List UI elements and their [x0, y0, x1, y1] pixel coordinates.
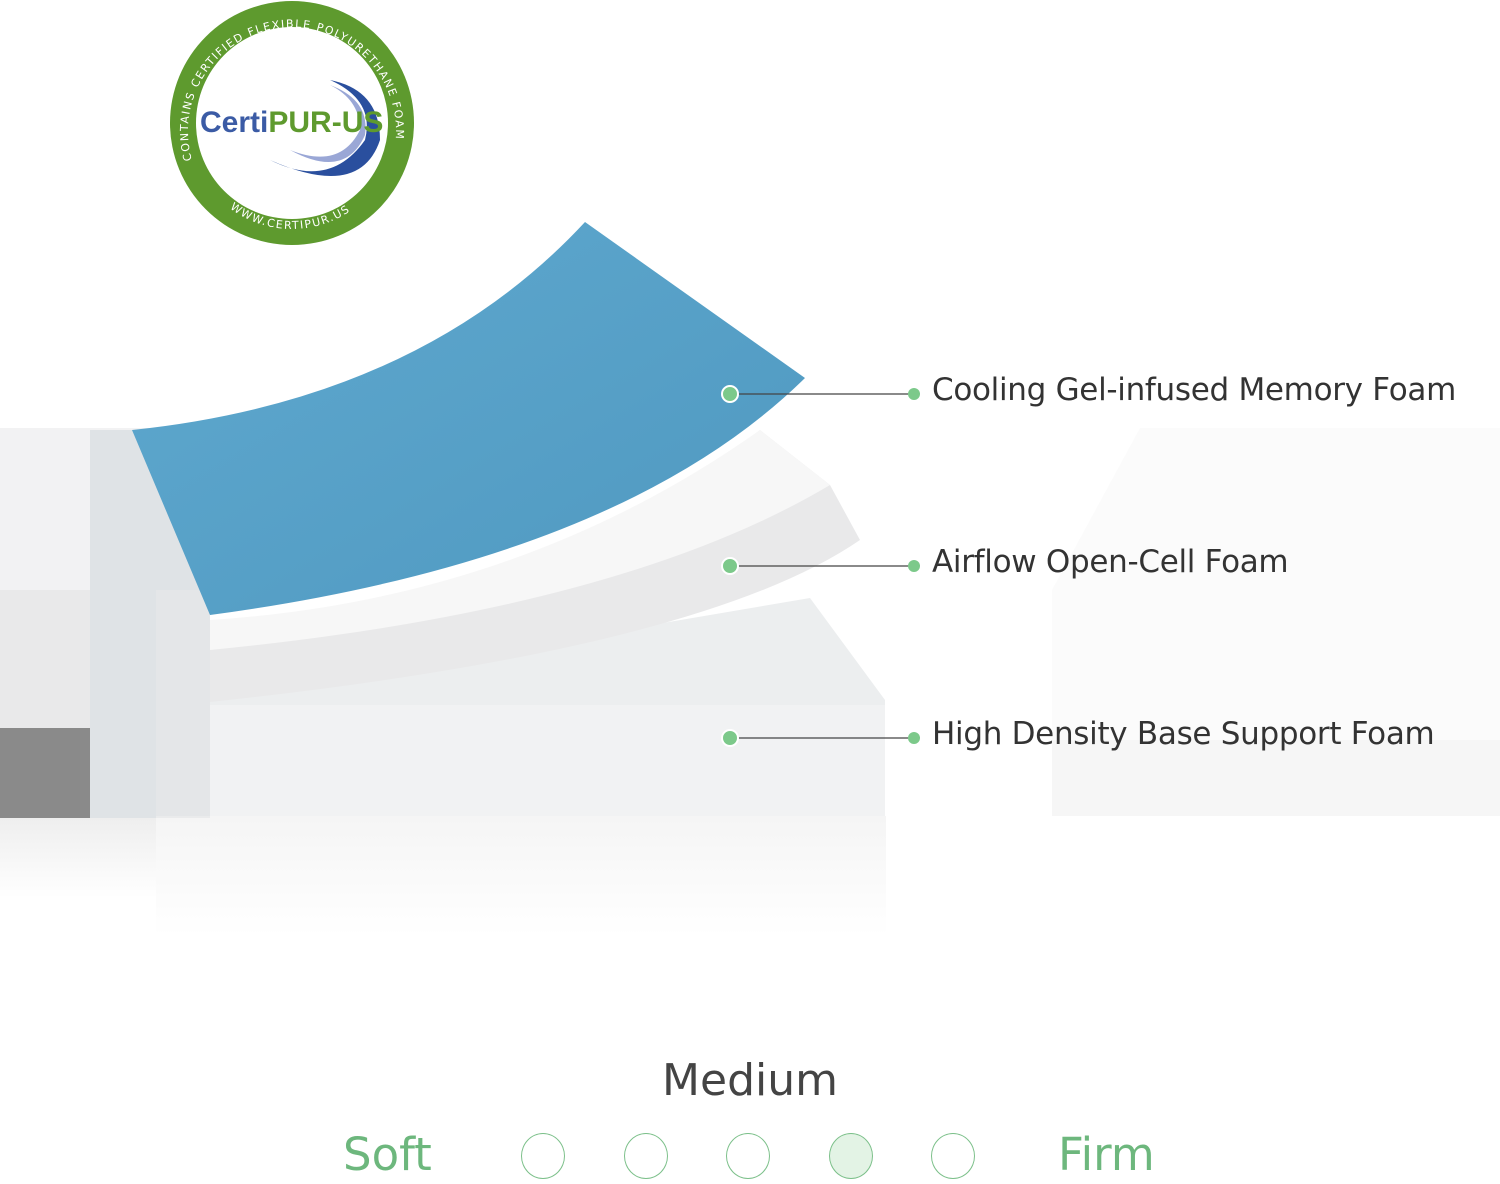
callout-dot — [908, 388, 920, 400]
callout-dot — [908, 560, 920, 572]
callout-dot — [721, 729, 739, 747]
layer-label-gel-memory-foam: Cooling Gel-infused Memory Foam — [932, 372, 1456, 408]
callout-lines — [738, 393, 908, 739]
firmness-max-label: Firm — [1058, 1128, 1155, 1181]
callout-dot — [721, 385, 739, 403]
firmness-dot-2 — [623, 1133, 668, 1179]
svg-text:CertiPUR-US: CertiPUR-US — [200, 106, 383, 139]
firmness-dot-4 — [828, 1133, 873, 1179]
layer-label-airflow-foam: Airflow Open-Cell Foam — [932, 544, 1289, 580]
firmness-dot-3 — [726, 1133, 770, 1179]
gel-memory-foam-layer — [132, 222, 805, 615]
callout-dot — [721, 557, 739, 575]
airflow-foam-layer — [210, 430, 860, 702]
firmness-dot-5 — [931, 1133, 975, 1179]
mattress-right-section — [1052, 428, 1500, 816]
layer-label-base-foam: High Density Base Support Foam — [932, 716, 1435, 752]
callout-dot — [908, 732, 920, 744]
firmness-title: Medium — [662, 1055, 838, 1106]
base-foam-layer — [156, 598, 886, 936]
firmness-dot-1 — [521, 1133, 565, 1179]
certipur-badge-logo: CertiPUR-US CONTAINS CERTIFIED FLEXIBLE … — [170, 1, 414, 245]
firmness-min-label: Soft — [343, 1128, 432, 1181]
